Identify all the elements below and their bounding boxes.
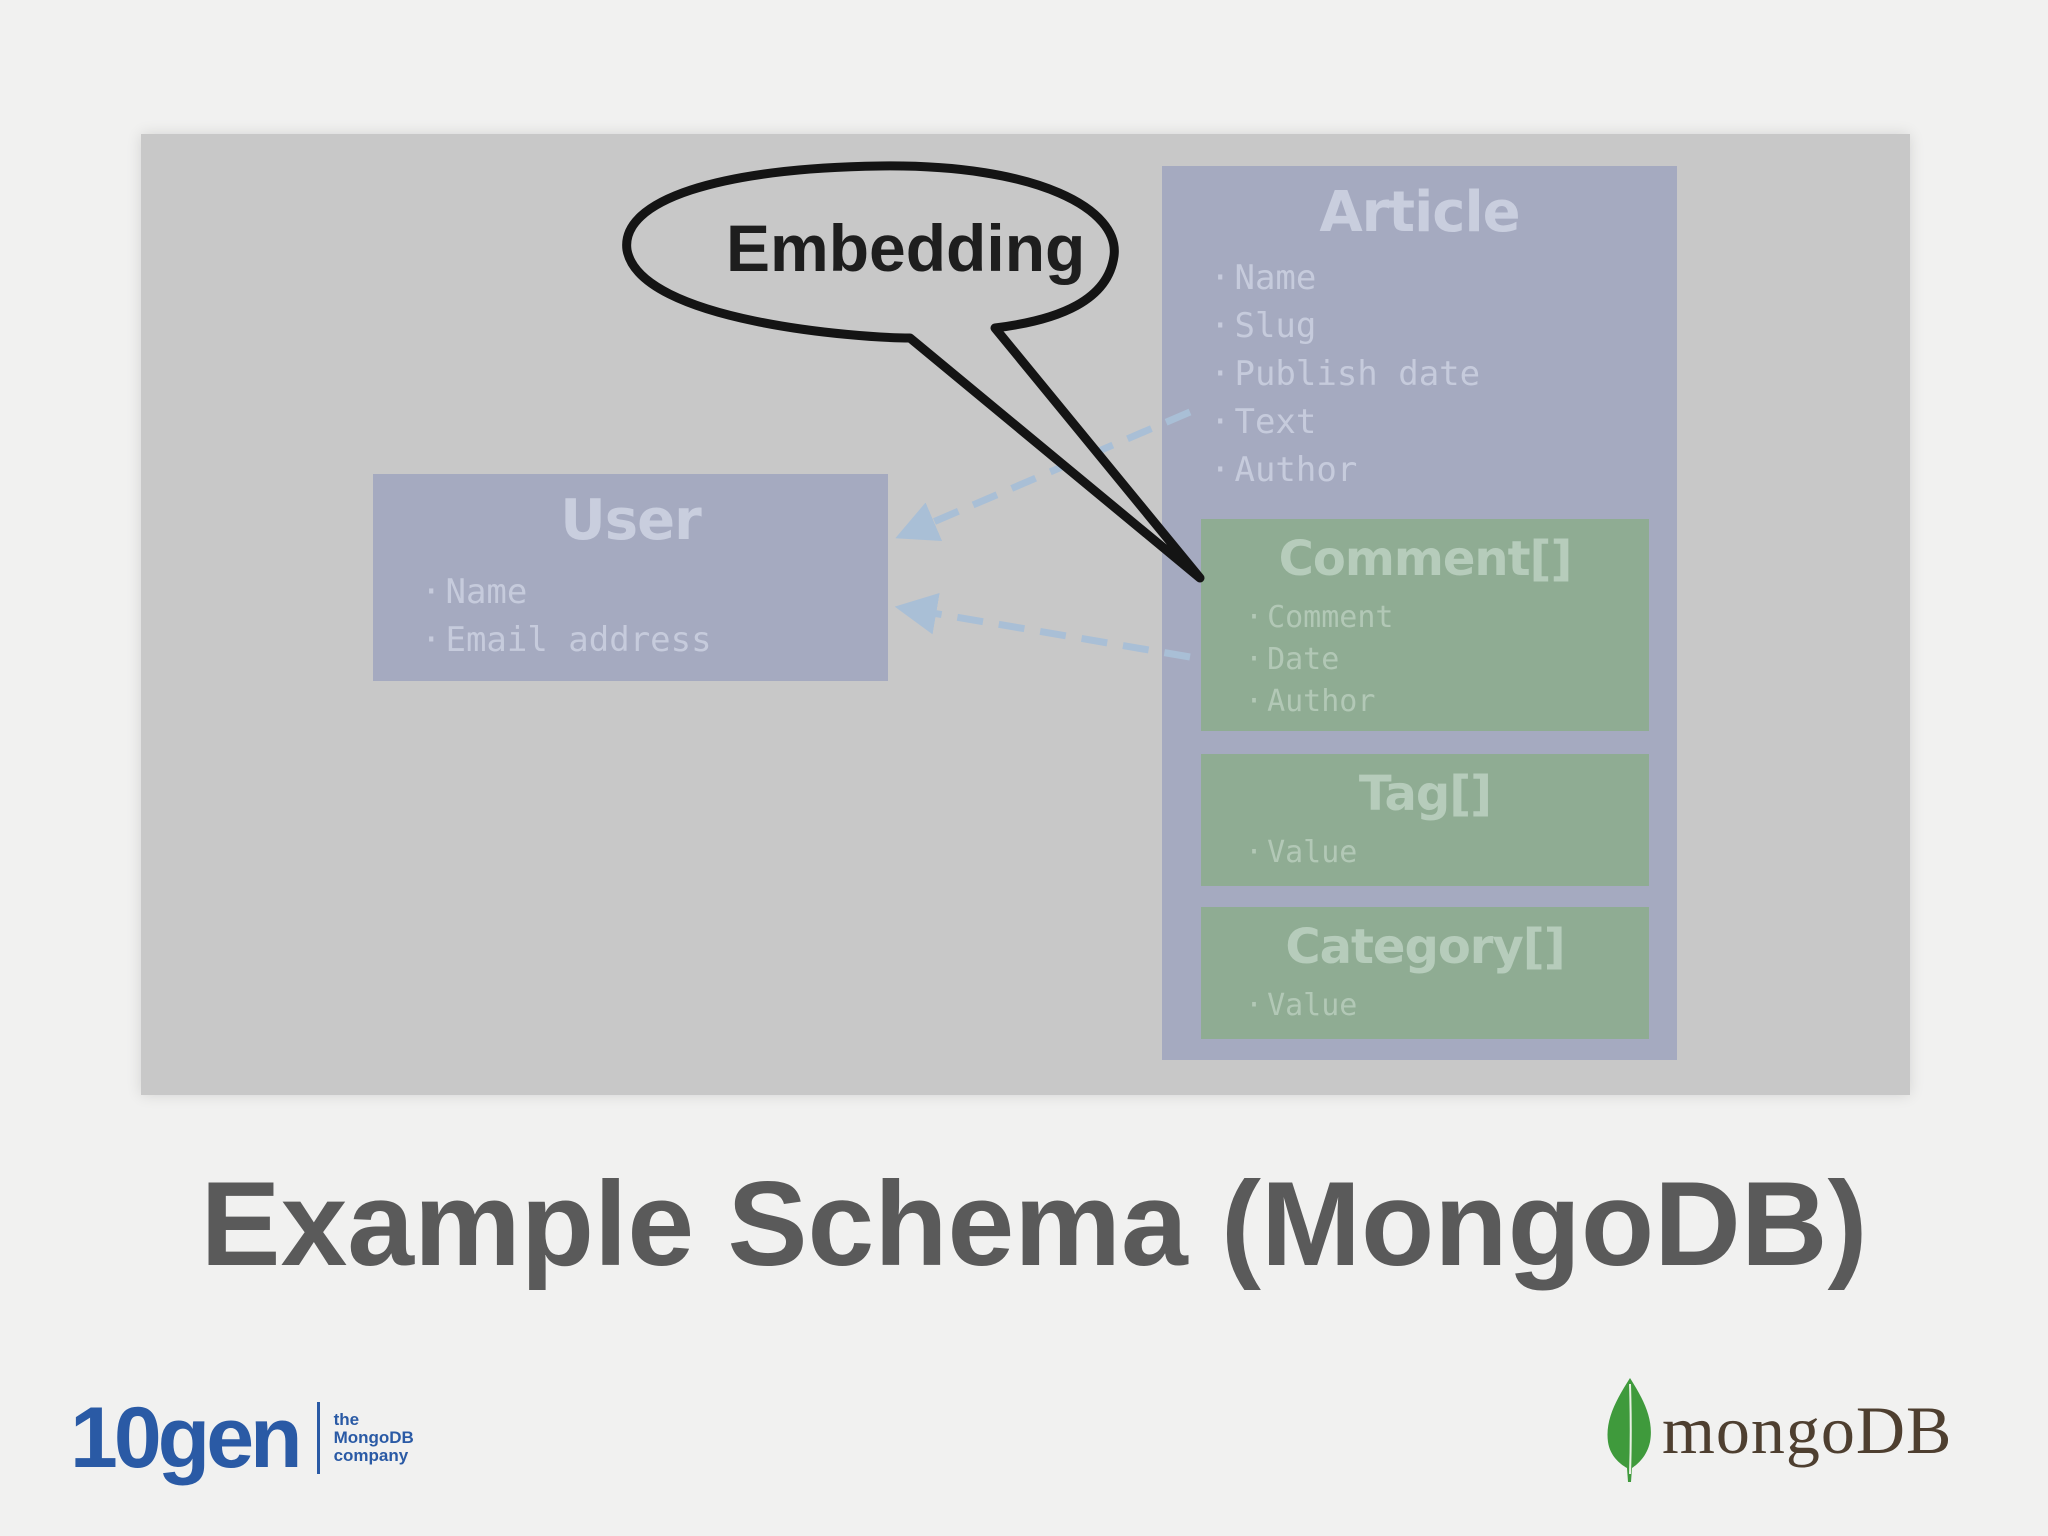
category-embedded-box: Category[] Value: [1201, 907, 1649, 1039]
mongodb-logo-db: DB: [1855, 1391, 1953, 1468]
user-field-email: Email address: [421, 616, 711, 664]
slide-title: Example Schema (MongoDB): [200, 1157, 1868, 1291]
category-embedded-title: Category[]: [1285, 919, 1565, 975]
category-field-list: Value: [1245, 985, 1357, 1027]
tengen-tagline-mongodb: MongoDB: [333, 1428, 414, 1447]
category-field-value: Value: [1245, 985, 1357, 1027]
comment-field-date: Date: [1245, 639, 1394, 681]
comment-embedded-box: Comment[] Comment Date Author: [1201, 519, 1649, 731]
tag-field-list: Value: [1245, 832, 1357, 874]
comment-field-author: Author: [1245, 681, 1394, 723]
tengen-logo: 10gen the MongoDB company: [70, 1388, 414, 1488]
comment-field-comment: Comment: [1245, 597, 1393, 639]
tengen-tagline-company: company: [333, 1446, 409, 1465]
article-field-list: Name Slug Publish date Text Author: [1210, 254, 1480, 494]
user-entity-box: User Name Email address: [373, 474, 888, 681]
article-field-text: Text: [1210, 398, 1480, 446]
comment-field-list: Comment Date Author: [1245, 597, 1394, 723]
article-field-author: Author: [1210, 446, 1480, 494]
comment-embedded-title: Comment[]: [1278, 531, 1573, 587]
user-entity-title: User: [560, 488, 701, 553]
article-field-publish-date: Publish date: [1210, 350, 1480, 398]
article-entity-box: Article Name Slug Publish date Text Auth…: [1162, 166, 1677, 1060]
mongodb-logo-mongo: mongo: [1662, 1391, 1856, 1468]
article-field-name: Name: [1210, 254, 1480, 302]
mongodb-logo: mongoDB: [1604, 1375, 1952, 1485]
embedding-callout-text: Embedding: [726, 211, 1086, 285]
user-field-list: Name Email address: [421, 568, 712, 664]
tag-field-value: Value: [1245, 832, 1357, 874]
tengen-tagline-the: the: [333, 1410, 360, 1429]
tengen-logo-tagline: the MongoDB company: [334, 1411, 414, 1465]
tag-embedded-box: Tag[] Value: [1201, 754, 1649, 886]
tengen-logo-word: 10gen: [70, 1389, 303, 1486]
tag-embedded-title: Tag[]: [1358, 766, 1492, 822]
mongodb-logo-word: mongoDB: [1662, 1391, 1952, 1470]
article-field-slug: Slug: [1210, 302, 1480, 350]
user-field-name: Name: [421, 568, 712, 616]
tengen-logo-divider: [316, 1402, 320, 1474]
mongodb-leaf-icon: [1607, 1378, 1651, 1482]
article-entity-title: Article: [1319, 180, 1520, 245]
